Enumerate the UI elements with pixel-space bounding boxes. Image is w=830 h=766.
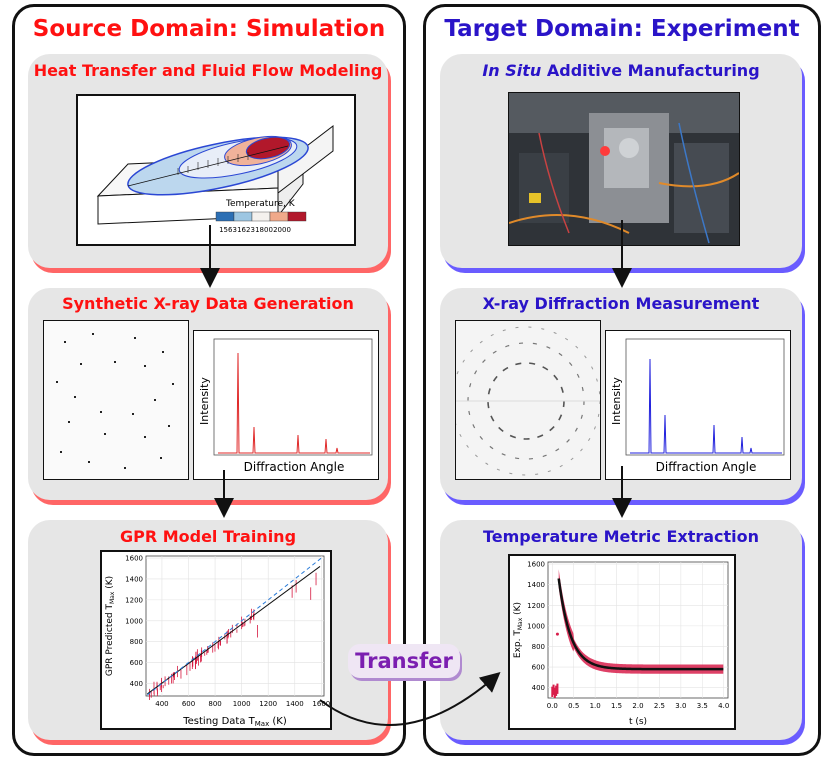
experimental-spectrum-xlabel: Diffraction Angle	[656, 460, 757, 474]
time-x-tick: 1.5	[611, 702, 622, 710]
gpr-y-tick: 1200	[125, 596, 143, 604]
gpr-x-axis-label: Testing Data TMax (K)	[182, 716, 287, 728]
time-y-tick: 1200	[527, 602, 545, 610]
temperature-legend-swatch	[269, 211, 289, 222]
synthetic-xray-title: Synthetic X-ray Data Generation	[62, 294, 354, 313]
gpr-y-tick: 600	[130, 659, 143, 667]
gpr-y-tick: 1000	[125, 617, 143, 625]
temperature-legend-swatch	[251, 211, 271, 222]
time-x-tick: 0.5	[568, 702, 579, 710]
time-y-tick: 800	[532, 643, 545, 651]
gpr-x-tick: 1600	[312, 700, 330, 708]
xrd-measurement-panel: X-ray Diffraction Measurement Intensity …	[440, 288, 802, 500]
time-x-tick: 0.0	[547, 702, 558, 710]
gpr-x-tick: 1400	[286, 700, 304, 708]
temperature-legend-title: Temperature, K	[225, 199, 296, 209]
xrd-measurement-title: X-ray Diffraction Measurement	[482, 294, 760, 313]
gpr-x-tick: 1200	[259, 700, 277, 708]
gpr-y-tick: 400	[130, 680, 143, 688]
experimental-spectrum-ylabel: Intensity	[610, 377, 623, 425]
temperature-legend-tick: 1800	[255, 226, 273, 234]
temperature-legend-tick: 1623	[237, 226, 255, 234]
gpr-parity-plot: 400 600 800 1000 1200 1400 1600 400 600 800 1000 1…	[100, 550, 332, 730]
temperature-legend-swatch	[233, 211, 253, 222]
transfer-label: Transfer	[348, 644, 460, 678]
synthetic-spectrum-ylabel: Intensity	[198, 377, 211, 425]
experimental-spectrum-chart: Intensity Diffraction Angle	[605, 330, 791, 480]
gpr-y-axis-label: GPR Predicted TMax (K)	[105, 576, 116, 676]
time-x-tick: 1.0	[590, 702, 601, 710]
gpr-training-title: GPR Model Training	[119, 527, 297, 546]
time-y-tick: 400	[532, 684, 545, 692]
time-x-tick: 4.0	[718, 702, 729, 710]
target-domain-title: Target Domain: Experiment	[444, 16, 800, 42]
time-x-tick: 3.0	[675, 702, 686, 710]
temperature-mean-line	[557, 578, 724, 671]
time-x-tick: 3.5	[697, 702, 708, 710]
temperature-legend-swatch	[287, 211, 307, 222]
synthetic-xray-panel: Synthetic X-ray Data Generation Intensit…	[28, 288, 388, 500]
gpr-x-tick: 1000	[233, 700, 251, 708]
synthetic-spectrum-chart: Intensity Diffraction Angle	[193, 330, 379, 480]
gpr-y-tick: 1600	[125, 555, 143, 563]
gpr-x-tick: 800	[208, 700, 221, 708]
temperature-legend-swatch	[215, 211, 235, 222]
time-y-tick: 1600	[527, 561, 545, 569]
temperature-legend-tick: 1563	[219, 226, 237, 234]
time-y-axis-label: Exp. TMax (K)	[513, 602, 524, 658]
insitu-am-title: In Situ Additive Manufacturing	[482, 61, 760, 80]
gpr-training-panel: GPR Model Training 400 600 800 1000 1200 1400…	[28, 520, 388, 740]
time-y-tick: 1400	[527, 581, 545, 589]
time-y-tick: 600	[532, 664, 545, 672]
insitu-am-panel: In Situ Additive Manufacturing	[440, 54, 802, 268]
temperature-extraction-title: Temperature Metric Extraction	[482, 527, 760, 546]
synthetic-detector-image	[43, 320, 189, 480]
source-domain-title: Source Domain: Simulation	[32, 16, 386, 42]
temperature-time-plot: 0.0 0.5 1.0 1.5 2.0 2.5 3.0 3.5 4.0 400 600 800 100…	[508, 554, 736, 730]
experimental-detector-image	[455, 320, 601, 480]
synthetic-spectrum-xlabel: Diffraction Angle	[244, 460, 345, 474]
gpr-y-tick: 1400	[125, 575, 143, 583]
time-x-axis-label: t (s)	[629, 717, 647, 727]
time-x-tick: 2.0	[632, 702, 643, 710]
gpr-x-tick: 600	[182, 700, 195, 708]
experiment-photo	[508, 92, 740, 246]
gpr-x-tick: 400	[155, 700, 168, 708]
time-y-tick: 1000	[527, 622, 545, 630]
gpr-y-tick: 800	[130, 638, 143, 646]
spectrum-line	[630, 358, 782, 454]
temperature-legend-tick: 2000	[273, 226, 291, 234]
temperature-extraction-panel: Temperature Metric Extraction 0.0 0.5 1.0 1…	[440, 520, 802, 740]
gpr-ideal-line	[147, 556, 323, 696]
heat-transfer-panel: Heat Transfer and Fluid Flow Modeling Te…	[28, 54, 388, 268]
time-x-tick: 2.5	[654, 702, 665, 710]
temperature-early-point	[555, 632, 559, 636]
heat-transfer-title: Heat Transfer and Fluid Flow Modeling	[33, 61, 383, 80]
spectrum-line	[218, 352, 370, 454]
